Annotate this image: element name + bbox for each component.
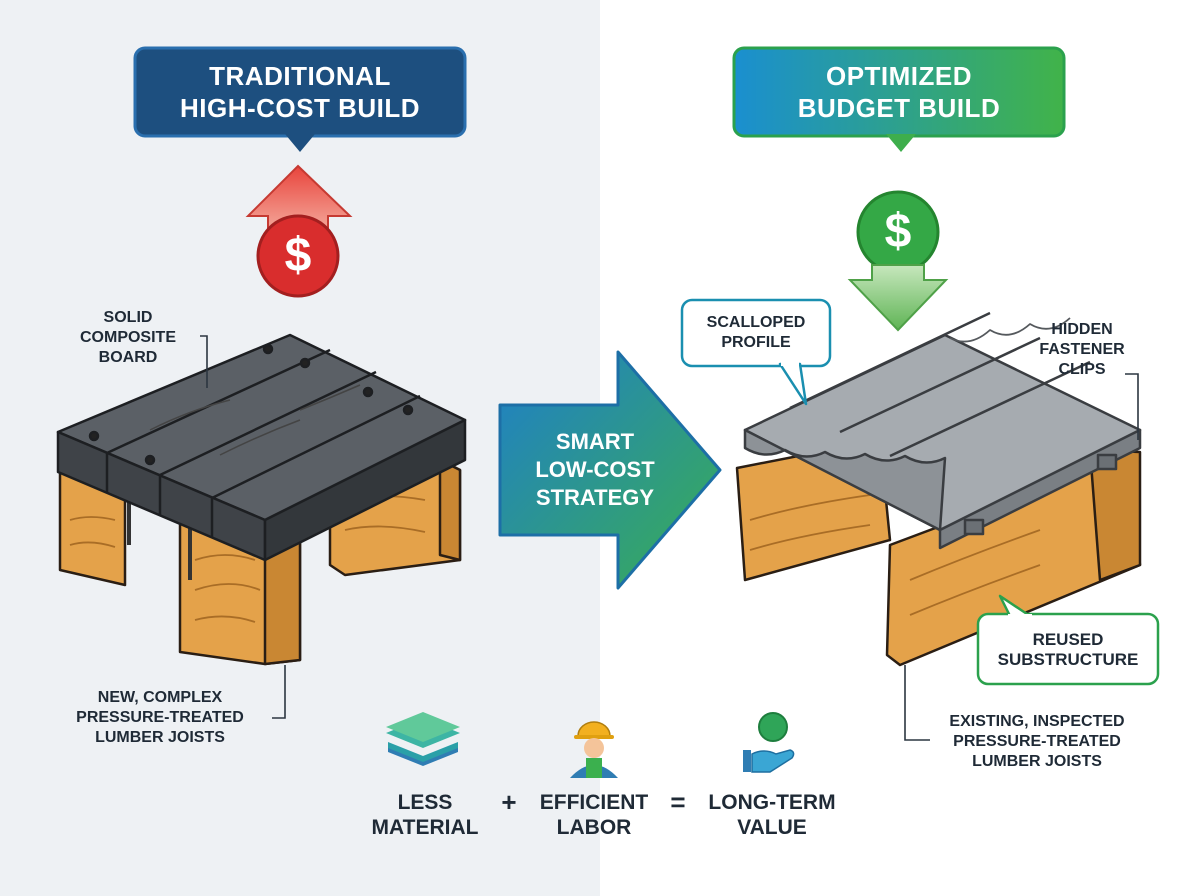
equation-term-material: LESS MATERIAL [371, 791, 479, 839]
label-existing-joists: EXISTING, INSPECTED PRESSURE-TREATED LUM… [949, 713, 1125, 770]
equation-equals: = [670, 787, 686, 817]
label-new-joists: NEW, COMPLEX PRESSURE-TREATED LUMBER JOI… [76, 689, 244, 746]
left-composite-board [56, 333, 467, 562]
equation-term-value: LONG-TERM VALUE [708, 791, 836, 839]
leader-lines [200, 335, 1139, 741]
red-dollar-symbol: $ [284, 229, 312, 282]
left-title-line1: TRADITIONAL [209, 61, 391, 91]
green-dollar-symbol: $ [884, 205, 912, 258]
label-reused-substructure: REUSED SUBSTRUCTURE [997, 630, 1139, 669]
strategy-arrow-text: SMART LOW-COST STRATEGY [535, 429, 655, 510]
label-solid-composite-board: SOLID COMPOSITE BOARD [79, 309, 176, 366]
right-title-line2: BUDGET BUILD [797, 93, 1001, 123]
left-title: TRADITIONAL HIGH-COST BUILD [135, 60, 465, 124]
worker-icon [570, 721, 618, 778]
money-hand-icon [743, 712, 795, 773]
right-title-line1: OPTIMIZED [825, 61, 973, 91]
arrow-down-icon [847, 264, 949, 332]
left-title-box [133, 46, 467, 152]
red-dollar-icon [256, 214, 340, 298]
right-title: OPTIMIZED BUDGET BUILD [734, 60, 1064, 124]
equation-plus: + [501, 787, 517, 817]
left-title-line2: HIGH-COST BUILD [179, 93, 421, 123]
strategy-arrow [498, 350, 722, 590]
layers-icon [386, 712, 460, 766]
equation-term-labor: EFFICIENT LABOR [539, 791, 649, 839]
right-title-box [732, 46, 1066, 152]
label-scalloped-profile: SCALLOPED PROFILE [706, 314, 806, 351]
reused-substructure-callout [976, 594, 1160, 686]
label-hidden-fastener-clips: HIDDEN FASTENER CLIPS [1039, 321, 1125, 378]
right-scalloped-board [743, 311, 1142, 550]
scalloped-profile-callout [680, 298, 832, 406]
